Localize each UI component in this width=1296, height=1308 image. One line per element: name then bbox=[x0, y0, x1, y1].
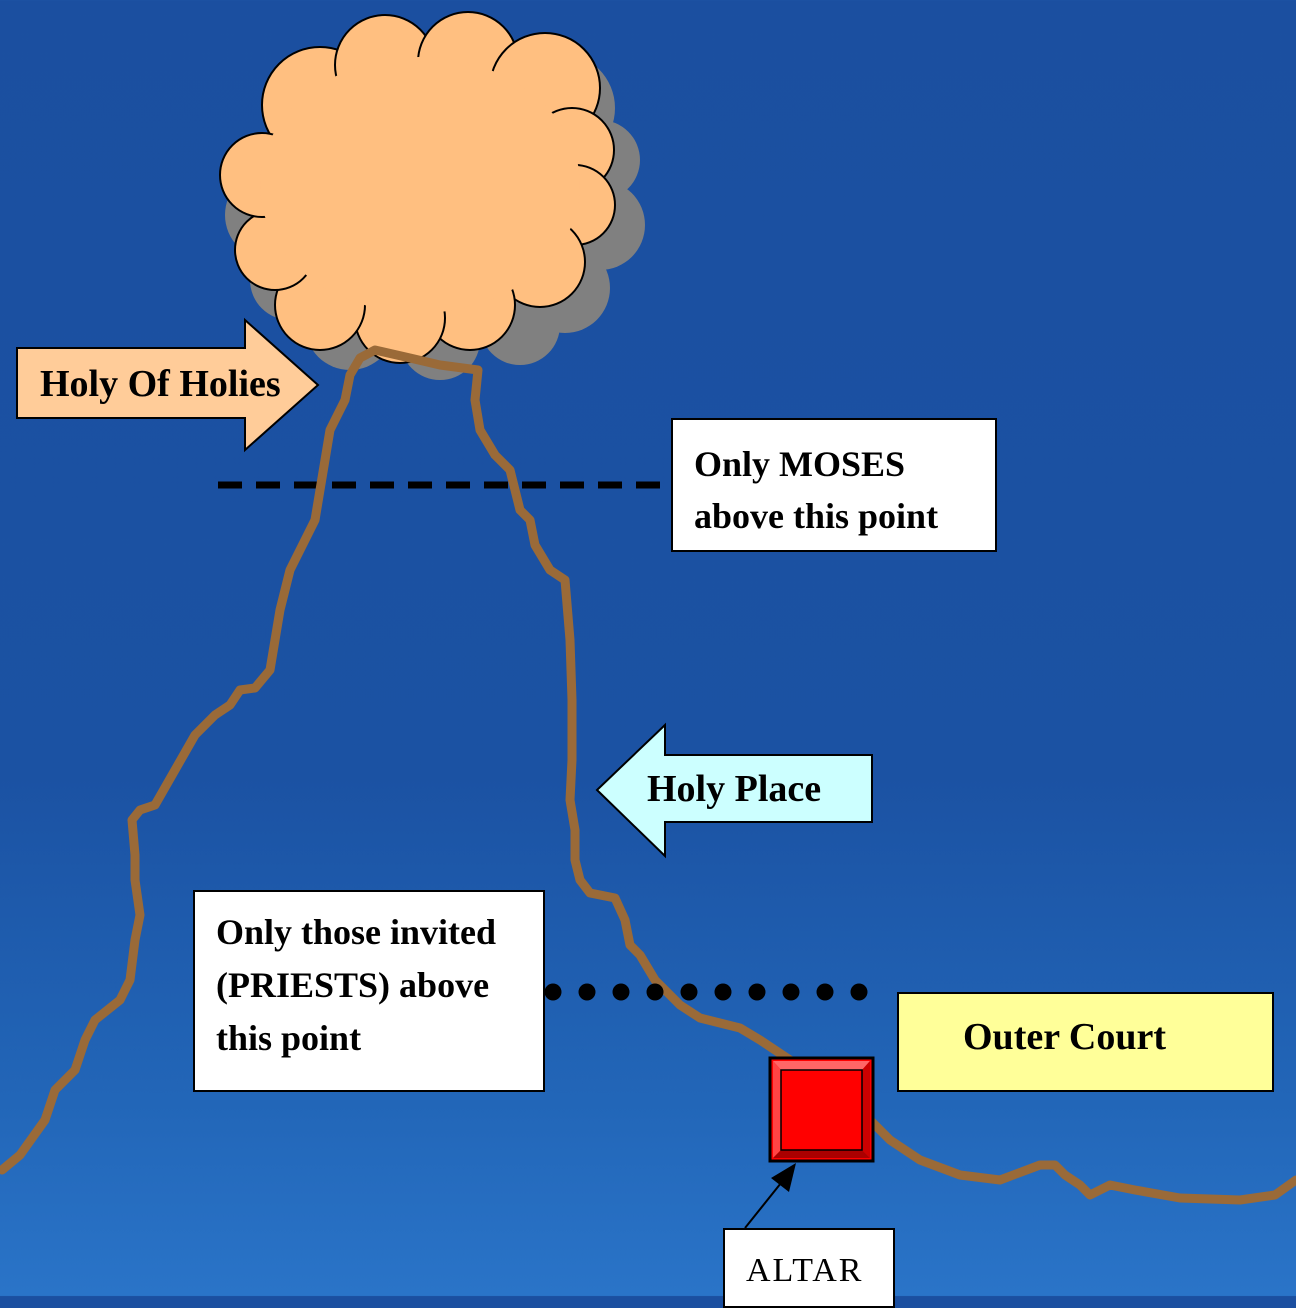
priests-boundary-box: Only those invited (PRIESTS) above this … bbox=[193, 890, 545, 1092]
cloud-fill bbox=[260, 57, 580, 313]
priests-box-line-3: this point bbox=[216, 1018, 362, 1058]
moses-box-line-1: Only MOSES bbox=[694, 444, 906, 484]
altar bbox=[768, 1056, 875, 1163]
priests-box-line-2: (PRIESTS) above bbox=[216, 965, 490, 1005]
altar-pointer-arrow bbox=[744, 1163, 796, 1229]
moses-boundary-box: Only MOSES above this point bbox=[671, 418, 997, 552]
mountain-outline bbox=[0, 345, 1296, 1205]
priests-box-line-1: Only those invited bbox=[216, 912, 497, 952]
holy-of-holies-arrow bbox=[16, 317, 320, 453]
altar-label-box: ALTAR bbox=[723, 1228, 895, 1308]
holy-place-arrow bbox=[595, 722, 873, 859]
holy-place-label: Holy Place bbox=[647, 768, 822, 810]
holy-of-holies-label: Holy Of Holies bbox=[40, 363, 281, 405]
moses-box-line-2: above this point bbox=[694, 496, 939, 536]
outer-court-box: Outer Court bbox=[897, 992, 1274, 1092]
